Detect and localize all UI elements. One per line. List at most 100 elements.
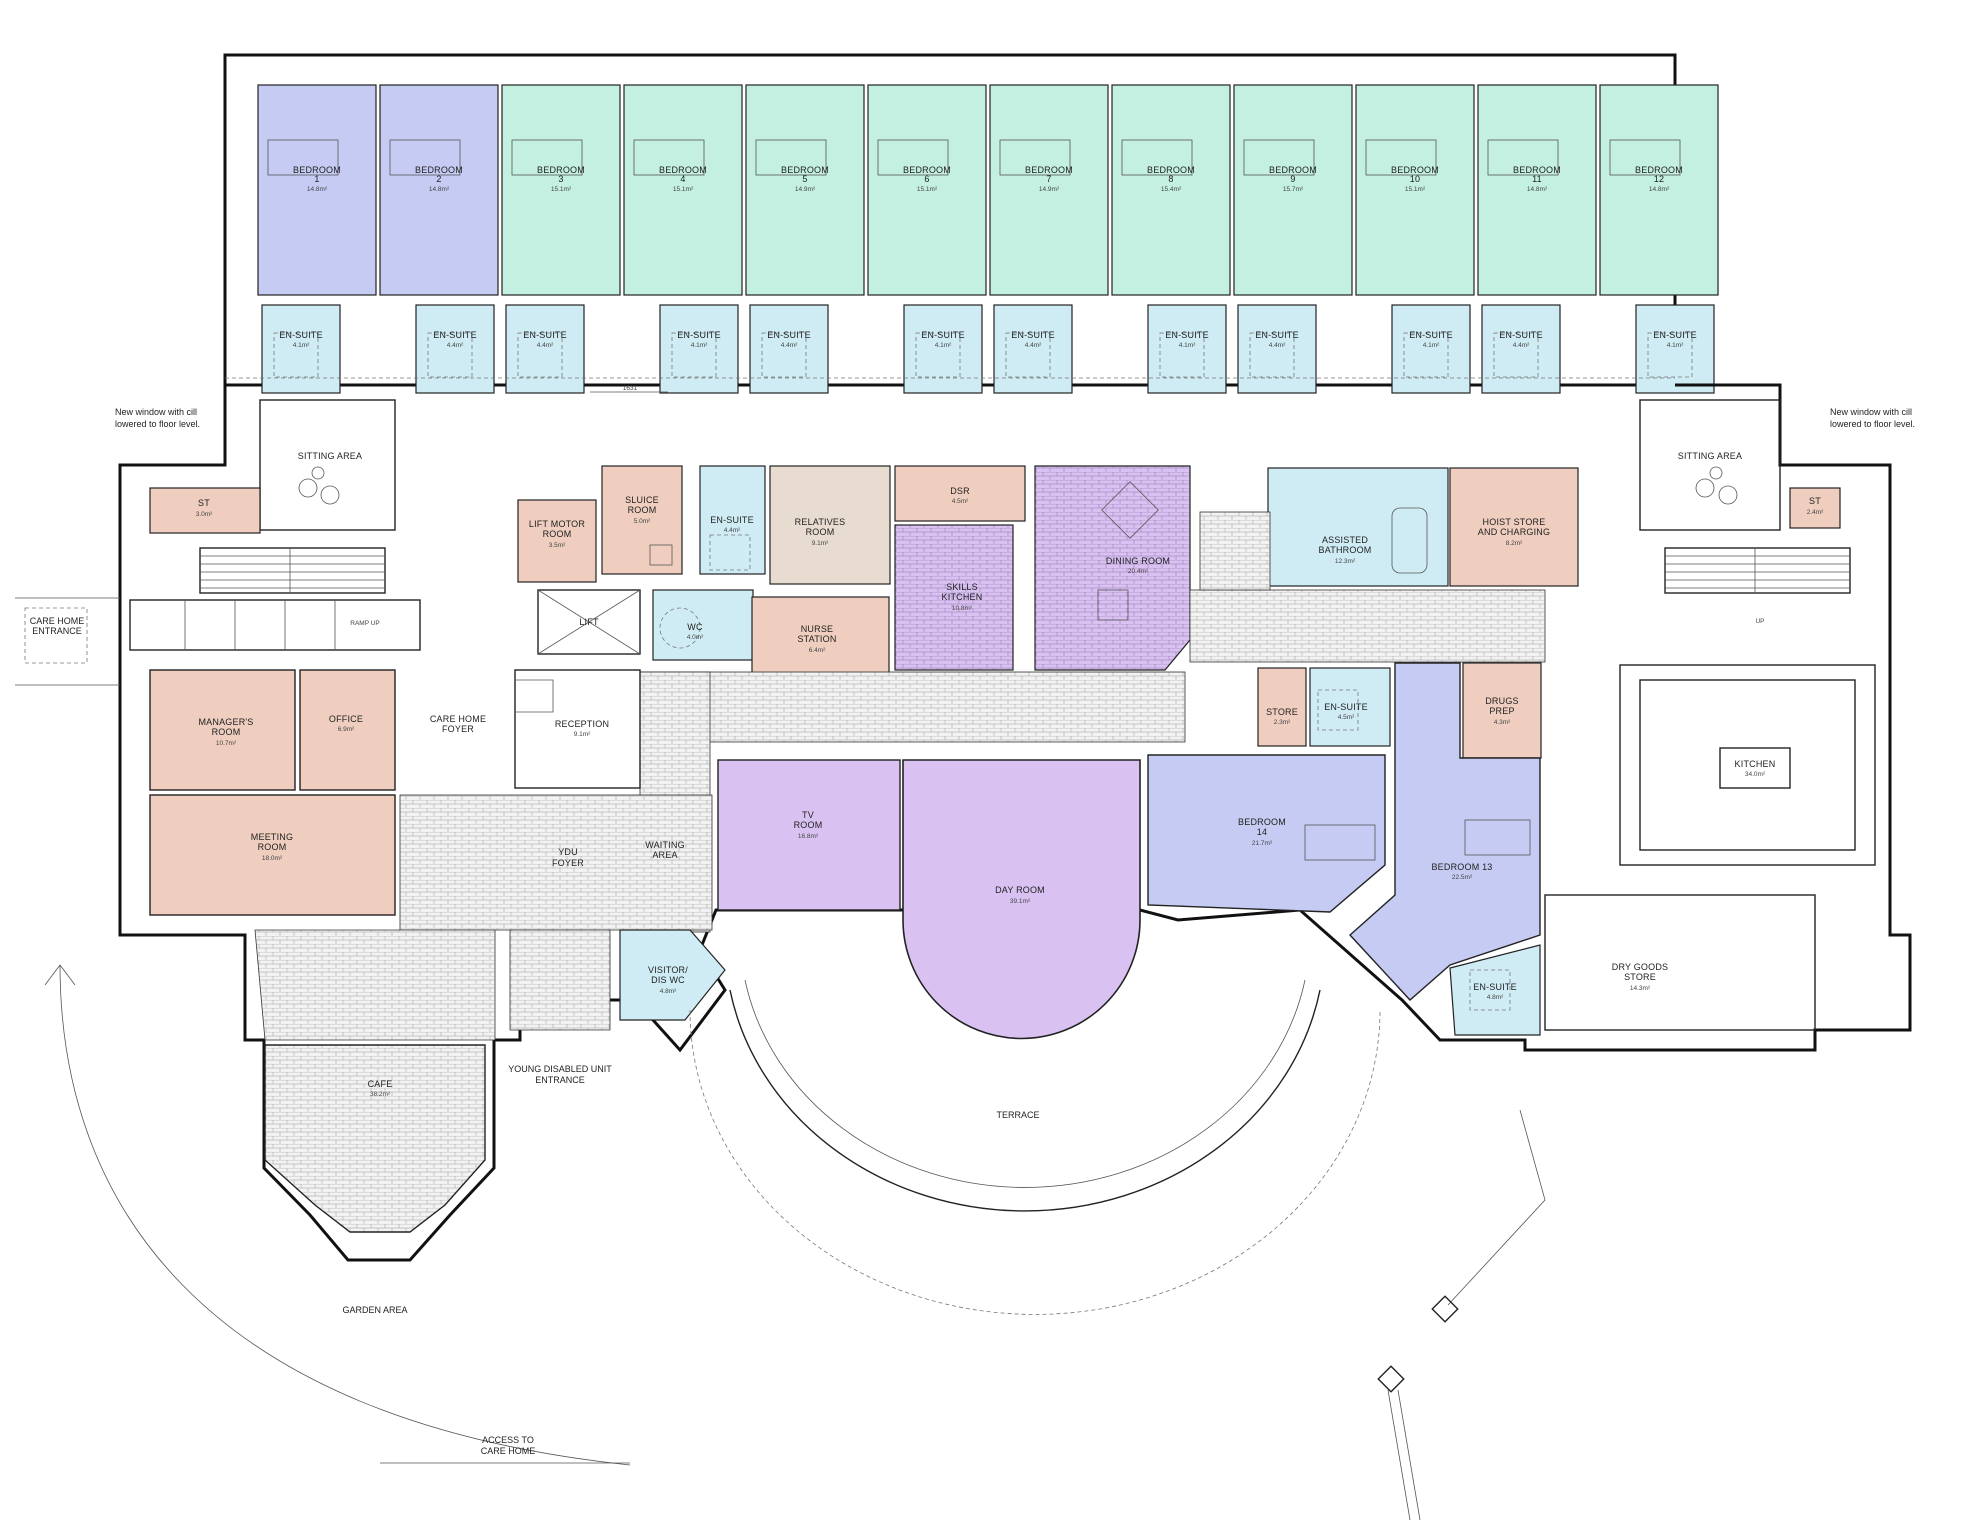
dining-room: DINING ROOM 20.4m² [1034,465,1191,671]
room-name: ST [1809,496,1821,506]
room-name: ST [198,498,210,508]
room-name: OFFICE [329,714,363,724]
entrance-label: ENTRANCE [32,626,82,636]
ensuite [993,304,1073,394]
room-area: 14.9m² [795,186,816,193]
drugs-prep: DRUGS PREP 4.3m² [1462,662,1542,759]
ensuite [659,304,739,394]
room-area: 4.1m² [935,342,952,349]
room-name: CAFE [368,1079,393,1089]
sitting-area-west: SITTING AREA [259,399,396,531]
room-name: BEDROOM [1635,165,1683,175]
ensuite [1635,304,1715,394]
room-area: 15.1m² [917,186,938,193]
room-area: 9.1m² [574,731,591,738]
room-area: 10.8m² [952,605,973,612]
room-area: 15.1m² [551,186,572,193]
shower-area [1493,332,1539,378]
room-name: BATHROOM [1319,545,1372,555]
room-area: 4.1m² [1667,342,1684,349]
room-area: 39.1m² [1010,898,1031,905]
room-area: 10.7m² [216,740,237,747]
room-name: CARE HOME [430,714,486,724]
room-name: 2 [436,174,441,184]
room-name: STORE [1266,707,1298,717]
dimension-text: 1631 [623,385,638,392]
room-area: 14.3m² [1630,985,1651,992]
sitting-area-east: SITTING AREA [1639,399,1781,531]
access-label: ACCESS TO [482,1435,534,1445]
room-name: RECEPTION [555,719,609,729]
room-area: 14.8m² [307,186,328,193]
ensuite [1391,304,1471,394]
ensuite [749,304,829,394]
stair-east [1664,547,1851,594]
room-area: 34.0m² [1745,771,1766,778]
room-name: EN-SUITE [1255,330,1299,340]
shower-area [427,332,473,378]
entrance-label: CARE HOME [30,616,85,626]
room-name: DIS WC [651,975,685,985]
shower-area [1647,332,1693,378]
access-label: CARE HOME [481,1446,536,1456]
room-area: 3.0m² [196,511,213,518]
care-home-entrance: CARE HOME ENTRANCE [15,597,120,686]
room-area: 4.3m² [1494,719,1511,726]
room-name: EN-SUITE [523,330,567,340]
wc: WC 4.0m² [652,589,754,661]
bedroom-area [379,84,499,296]
sitting-area-label: SITTING AREA [298,451,362,461]
sitting-area-label: SITTING AREA [1678,451,1742,461]
ensuite-14: EN-SUITE 4.5m² [1309,667,1391,747]
room-name: 11 [1532,174,1542,184]
room-area: 4.4m² [1025,342,1042,349]
room-name: DAY ROOM [995,885,1045,895]
bed-icon [1243,139,1315,176]
up-label: UP [1755,618,1764,625]
room-name: BEDROOM [781,165,829,175]
room-area: 4.0m² [687,634,704,641]
room-area: 4.4m² [724,527,741,534]
room-name: BEDROOM [1238,817,1286,827]
bedroom-area [501,84,621,296]
shower-area [761,332,807,378]
annotations: New window with cill lowered to floor le… [115,407,1915,1456]
room-name: EN-SUITE [1499,330,1543,340]
shower-area [273,332,319,378]
window-note: lowered to floor level. [115,419,200,429]
room-area: 22.5m² [1452,874,1473,881]
room-area: 4.4m² [447,342,464,349]
room-name: KITCHEN [1735,759,1776,769]
room-area: 14.9m² [1039,186,1060,193]
room-name: LIFT MOTOR [529,519,585,529]
ydu-foyer: YDU FOYER WAITING AREA [399,794,713,931]
room-name: MANAGER'S [198,717,253,727]
bedroom-area [1111,84,1231,296]
room-name: ROOM [628,505,657,515]
dimension-1631: 1631 [590,385,668,393]
bedroom-13: BEDROOM 13 22.5m² [1349,662,1541,1001]
window-note: lowered to floor level. [1830,419,1915,429]
garden-label: GARDEN AREA [342,1305,407,1315]
main-building [118,383,1912,1262]
visitor-wc: VISITOR/ DIS WC 4.8m² [619,929,726,1021]
room-name: BEDROOM [1391,165,1439,175]
room-name: EN-SUITE [1165,330,1209,340]
room-name: 9 [1290,174,1295,184]
store: STORE 2.3m² [1257,667,1307,747]
bed-icon [389,139,461,176]
room-name: WC [687,622,703,632]
room-name: BEDROOM 13 [1431,862,1492,872]
room-name: LIFT [579,617,599,627]
room-name: HOIST STORE [1483,517,1546,527]
room-area: 16.8m² [798,833,819,840]
shower-area [1249,332,1295,378]
room-name: EN-SUITE [1409,330,1453,340]
shower-area [517,332,563,378]
room-name: BEDROOM [903,165,951,175]
skills-kitchen: SKILLS KITCHEN 10.8m² [894,524,1014,671]
bedroom-area [745,84,865,296]
